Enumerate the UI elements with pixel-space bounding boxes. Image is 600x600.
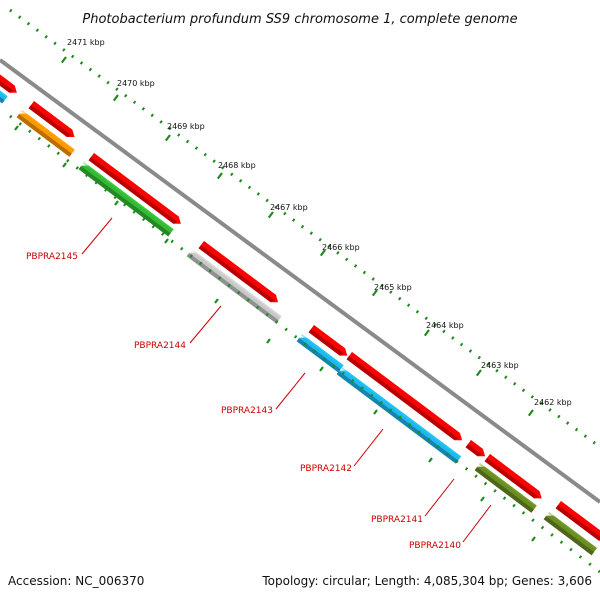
gene-label-leader-line [462, 504, 492, 543]
gene-feature [474, 463, 537, 513]
gene-label-pbpra2143: PBPRA2143 [221, 406, 273, 416]
inner-tick-ring [9, 114, 600, 574]
inner-major-tick [14, 125, 19, 131]
inner-major-tick [480, 496, 485, 502]
inner-major-tick [319, 366, 324, 372]
gene-label-pbpra2141: PBPRA2141 [371, 515, 423, 525]
gene-label-leader-line [275, 372, 306, 410]
inner-major-tick [373, 409, 378, 415]
major-ticks [60, 56, 534, 417]
major-tick [371, 289, 378, 297]
gene-feature [28, 101, 75, 137]
major-tick [475, 369, 482, 377]
tick-label: 2468 kbp [218, 161, 256, 170]
genome-backbone [0, 58, 600, 504]
major-tick [267, 211, 274, 219]
gene-feature [198, 241, 279, 303]
gene-feature [0, 74, 17, 93]
tick-label: 2470 kbp [117, 79, 155, 88]
gene-feature [88, 153, 181, 224]
major-tick [527, 409, 534, 417]
gene-label-pbpra2140: PBPRA2140 [409, 541, 461, 551]
major-tick [164, 134, 171, 142]
tick-label: 2467 kbp [270, 203, 308, 212]
gene-label-leader-line [424, 478, 455, 517]
gene-feature [555, 501, 600, 541]
gene-label-leader-line [189, 305, 222, 344]
tick-labels: 2471 kbp 2470 kbp 2469 kbp 2468 kbp 2467 kbp… [67, 38, 572, 407]
tick-label: 2464 kbp [426, 321, 464, 330]
gene-feature [0, 90, 8, 104]
inner-major-tick [114, 200, 119, 206]
gene-feature [543, 512, 597, 556]
gene-label-lines [81, 217, 492, 543]
gene-feature [16, 110, 75, 157]
gene-feature [296, 334, 344, 373]
major-tick [216, 172, 223, 180]
gene-label-pbpra2144: PBPRA2144 [134, 341, 186, 351]
inner-major-tick [266, 338, 271, 344]
inner-major-ticks [14, 125, 536, 542]
tick-label: 2466 kbp [322, 243, 360, 252]
inner-major-tick [531, 536, 536, 542]
accession-text: Accession: NC_006370 [8, 574, 144, 588]
gene-feature [484, 454, 542, 499]
tick-label: 2463 kbp [481, 361, 519, 370]
gene-label-pbpra2142: PBPRA2142 [300, 464, 352, 474]
gene-feature [336, 367, 462, 464]
major-tick [423, 329, 430, 337]
major-tick [60, 56, 67, 64]
map-title: Photobacterium profundum SS9 chromosome … [82, 12, 517, 27]
gene-label-pbpra2145: PBPRA2145 [26, 252, 78, 262]
inner-major-tick [62, 162, 67, 168]
tick-label: 2462 kbp [534, 398, 572, 407]
gene-feature [465, 440, 486, 457]
major-tick [319, 249, 326, 257]
major-tick [112, 94, 119, 102]
tick-label: 2471 kbp [67, 38, 105, 47]
inner-major-tick [164, 238, 169, 244]
inner-major-tick [428, 457, 433, 463]
gene-features [0, 74, 600, 556]
gene-label-leader-line [353, 428, 384, 467]
gene-feature [308, 325, 348, 356]
gene-feature [346, 352, 463, 441]
genome-summary-text: Topology: circular; Length: 4,085,304 bp… [261, 574, 592, 588]
inner-major-tick [214, 298, 219, 304]
gene-label-leader-line [81, 217, 113, 255]
tick-label: 2469 kbp [167, 122, 205, 131]
outer-tick-ring [9, 8, 600, 449]
gene-labels: PBPRA2145 PBPRA2144 PBPRA2143 PBPRA2142 … [26, 252, 461, 551]
gene-feature [78, 162, 174, 237]
tick-label: 2465 kbp [374, 283, 412, 292]
gene-feature [186, 249, 282, 324]
